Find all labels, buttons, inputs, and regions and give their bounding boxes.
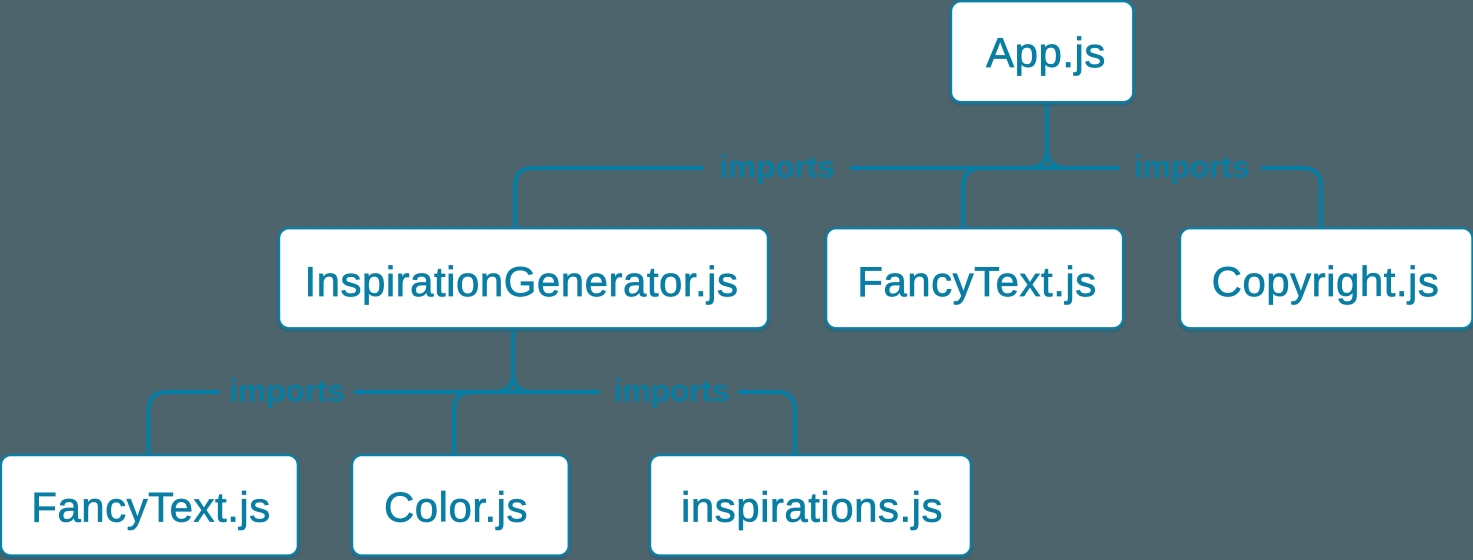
svg-text:App.js: App.js [986, 29, 1106, 76]
svg-text:FancyText.js: FancyText.js [857, 258, 1096, 305]
svg-text:FancyText.js: FancyText.js [31, 484, 270, 531]
svg-text:InspirationGenerator.js: InspirationGenerator.js [304, 258, 738, 305]
svg-text:Color.js: Color.js [384, 484, 528, 531]
svg-text:imports: imports [1134, 149, 1250, 185]
svg-text:imports: imports [229, 373, 345, 409]
svg-text:inspirations.js: inspirations.js [681, 484, 943, 531]
svg-text:Copyright.js: Copyright.js [1212, 258, 1440, 305]
svg-text:imports: imports [614, 373, 730, 409]
svg-text:imports: imports [719, 149, 835, 185]
